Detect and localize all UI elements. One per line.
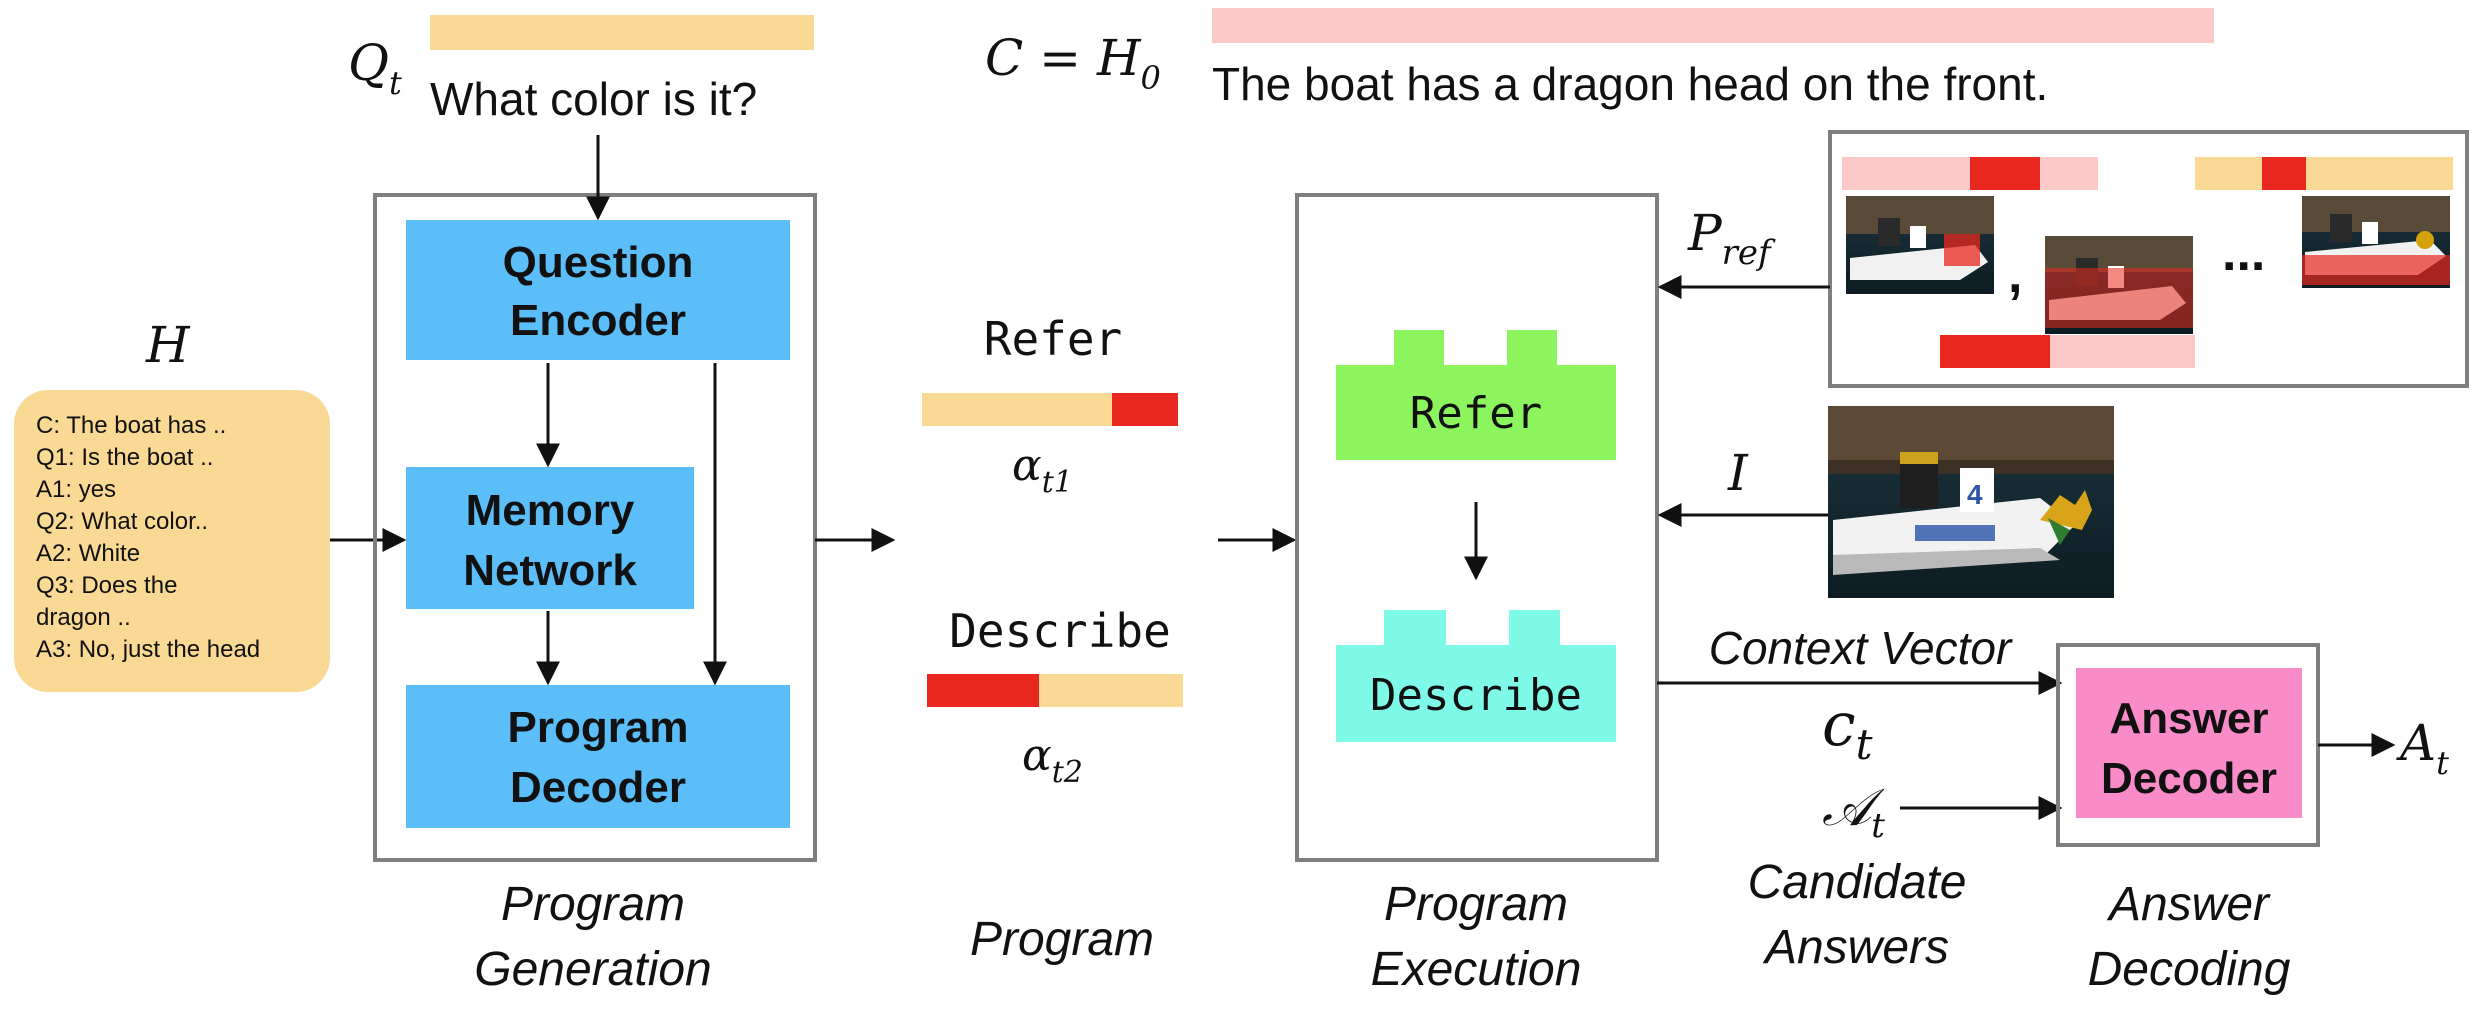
attention-describe-high [927,674,1039,707]
answer-decoder-block [2076,668,2302,818]
reference-pool-symbol: Pref [1687,204,1776,273]
ref1-bar-low [2040,157,2098,190]
history-line: A1: yes [36,476,116,503]
answer-decoding-caption: Answer [2106,878,2271,931]
attention-refer-high [1112,393,1178,426]
caption-bar [1212,8,2214,43]
program-refer-label: Refer [984,312,1122,366]
question-text: What color is it? [430,73,757,125]
history-box [14,390,330,692]
reference-ellipsis: ... [2222,224,2265,282]
attention-describe-low [1039,674,1183,707]
describe-module-label: Describe [1370,670,1582,721]
program-execution-frame [1295,193,1659,862]
input-image: 4 [1828,406,2114,598]
program-caption: Program [970,913,1154,966]
history-lines: C: The boat has .. Q1: Is the boat .. A1… [36,412,260,663]
memory-network-block [406,467,694,609]
program-decoder-label: Decoder [510,763,686,812]
reference-image-thumbnail [2302,196,2450,288]
ref1-bar-low [1842,157,1970,190]
answer-decoder-label: Answer [2110,694,2269,743]
program-describe-label: Describe [949,604,1171,658]
memory-network-label: Network [463,546,637,595]
context-vector-symbol: ct [1822,690,1873,769]
caption-symbol: C = H0 [985,29,1161,97]
history-line: Q1: Is the boat .. [36,444,213,471]
question-encoder-label: Question [503,238,694,287]
attention-describe-symbol: αt2 [1022,730,1083,790]
ref3-bar-low [2195,157,2262,190]
answer-decoder-label: Decoder [2101,754,2277,803]
question-bar [430,15,814,50]
history-line: C: The boat has .. [36,412,226,439]
attention-refer-symbol: αt1 [1012,440,1073,500]
refer-module-label: Refer [1410,388,1542,439]
ref2-bar-low [2050,335,2195,368]
history-line: A2: White [36,540,140,567]
refer-module-block [1336,330,1616,460]
program-decoder-block [406,685,790,828]
candidate-answers-symbol: 𝒜t [1822,778,1886,846]
history-line: A3: No, just the head [36,636,260,663]
question-symbol: Qt [348,34,402,102]
ref2-bar-high [1940,335,2050,368]
svg-text:4: 4 [1967,479,1983,510]
question-encoder-block [406,220,790,360]
question-encoder-label: Encoder [510,296,686,345]
program-execution-caption: Execution [1371,943,1582,996]
answer-output-symbol: At [2396,714,2449,782]
program-generation-caption: Generation [474,943,712,996]
describe-module-block [1336,610,1616,742]
history-line: dragon .. [36,604,131,631]
memory-network-label: Memory [466,486,635,535]
image-symbol: I [1727,444,1749,502]
reference-image-thumbnail [2045,236,2193,334]
reference-pool-frame [1828,130,2469,388]
program-generation-caption: Program [501,878,685,931]
caption-text: The boat has a dragon head on the front. [1212,58,2048,110]
reference-image-thumbnail [1846,196,1994,294]
history-line: Q3: Does the [36,572,177,599]
history-line: Q2: What color.. [36,508,208,535]
context-vector-label: Context Vector [1709,622,2013,674]
ref1-bar-high [1970,157,2040,190]
program-decoder-label: Program [508,703,689,752]
answer-decoding-caption: Decoding [2088,943,2291,996]
ref3-bar-high [2262,157,2306,190]
candidate-answers-caption: Answers [1762,921,1949,974]
history-symbol: H [145,316,191,374]
candidate-answers-caption: Candidate [1748,856,1967,909]
program-generation-frame [373,193,817,862]
program-execution-caption: Program [1384,878,1568,931]
attention-refer-low [922,393,1112,426]
ref3-bar-low [2306,157,2453,190]
reference-separator: , [2008,246,2022,304]
